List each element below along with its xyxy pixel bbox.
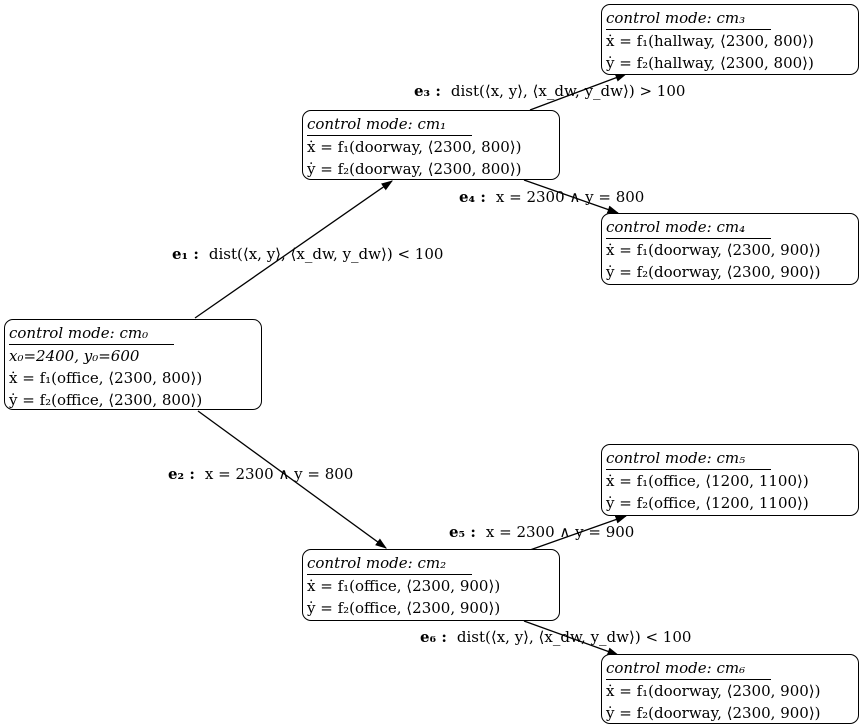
edge-guard: x = 2300 ∧ y = 800 (495, 188, 645, 206)
control-mode-cm4: control mode: cm₄ ẋ = f₁(doorway, ⟨2300,… (601, 213, 859, 285)
edge-e4-arrow (523, 179, 620, 214)
edge-e5-arrow (529, 515, 628, 551)
y-dynamics: ẏ = f₂(office, ⟨2300, 800⟩) (9, 391, 203, 409)
control-mode-cm0: control mode: cm₀ x₀=2400, y₀=600 ẋ = f₁… (4, 319, 262, 410)
control-mode-cm3: control mode: cm₃ ẋ = f₁(hallway, ⟨2300,… (601, 4, 859, 75)
edge-e2-label: e₂ : x = 2300 ∧ y = 800 (168, 464, 353, 484)
edge-name: e₃ : (414, 82, 441, 100)
x-dynamics: ẋ = f₁(office, ⟨1200, 1100⟩) (606, 472, 809, 490)
x-dynamics: ẋ = f₁(office, ⟨2300, 900⟩) (307, 577, 501, 595)
edge-guard: dist(⟨x, y⟩, ⟨x_dw, y_dw⟩) < 100 (208, 245, 444, 263)
control-mode-cm1: control mode: cm₁ ẋ = f₁(doorway, ⟨2300,… (302, 110, 560, 180)
y-dynamics: ẏ = f₂(hallway, ⟨2300, 800⟩) (606, 54, 814, 72)
edge-e3-arrow (529, 73, 628, 111)
edge-name: e₁ : (172, 245, 199, 263)
x-dynamics: ẋ = f₁(doorway, ⟨2300, 900⟩) (606, 682, 821, 700)
mode-title: control mode: cm₆ (606, 657, 772, 680)
edge-name: e₆ : (420, 628, 447, 646)
edge-e1-arrow (194, 180, 393, 319)
x-dynamics: ẋ = f₁(doorway, ⟨2300, 900⟩) (606, 241, 821, 259)
initial-condition: x₀=2400, y₀=600 (9, 347, 140, 365)
y-dynamics: ẏ = f₂(doorway, ⟨2300, 900⟩) (606, 263, 821, 281)
mode-title: control mode: cm₃ (606, 7, 772, 30)
control-mode-cm5: control mode: cm₅ ẋ = f₁(office, ⟨1200, … (601, 444, 859, 516)
y-dynamics: ẏ = f₂(office, ⟨2300, 900⟩) (307, 599, 501, 617)
mode-title: control mode: cm₄ (606, 216, 772, 239)
edge-e3-label: e₃ : dist(⟨x, y⟩, ⟨x_dw, y_dw⟩) > 100 (414, 81, 685, 101)
control-mode-cm2: control mode: cm₂ ẋ = f₁(office, ⟨2300, … (302, 549, 560, 621)
mode-title: control mode: cm₁ (307, 113, 473, 136)
edge-e6-arrow (523, 620, 620, 656)
control-mode-cm6: control mode: cm₆ ẋ = f₁(doorway, ⟨2300,… (601, 654, 859, 724)
x-dynamics: ẋ = f₁(doorway, ⟨2300, 800⟩) (307, 138, 522, 156)
edge-e2-arrow (197, 410, 387, 549)
x-dynamics: ẋ = f₁(hallway, ⟨2300, 800⟩) (606, 32, 814, 50)
edge-e5-label: e₅ : x = 2300 ∧ y = 900 (449, 522, 634, 542)
edge-name: e₂ : (168, 465, 195, 483)
edge-guard: x = 2300 ∧ y = 900 (485, 523, 635, 541)
y-dynamics: ẏ = f₂(office, ⟨1200, 1100⟩) (606, 494, 809, 512)
edge-name: e₅ : (449, 523, 476, 541)
y-dynamics: ẏ = f₂(doorway, ⟨2300, 800⟩) (307, 160, 522, 178)
edge-e1-label: e₁ : dist(⟨x, y⟩, ⟨x_dw, y_dw⟩) < 100 (172, 244, 443, 264)
mode-title: control mode: cm₅ (606, 447, 772, 470)
edge-guard: dist(⟨x, y⟩, ⟨x_dw, y_dw⟩) > 100 (450, 82, 686, 100)
edge-e4-label: e₄ : x = 2300 ∧ y = 800 (459, 187, 644, 207)
edge-e6-label: e₆ : dist(⟨x, y⟩, ⟨x_dw, y_dw⟩) < 100 (420, 627, 691, 647)
edge-guard: x = 2300 ∧ y = 800 (204, 465, 354, 483)
x-dynamics: ẋ = f₁(office, ⟨2300, 800⟩) (9, 369, 203, 387)
y-dynamics: ẏ = f₂(doorway, ⟨2300, 900⟩) (606, 704, 821, 722)
edge-name: e₄ : (459, 188, 486, 206)
mode-title: control mode: cm₂ (307, 552, 473, 575)
edge-guard: dist(⟨x, y⟩, ⟨x_dw, y_dw⟩) < 100 (456, 628, 692, 646)
mode-title: control mode: cm₀ (9, 322, 175, 345)
